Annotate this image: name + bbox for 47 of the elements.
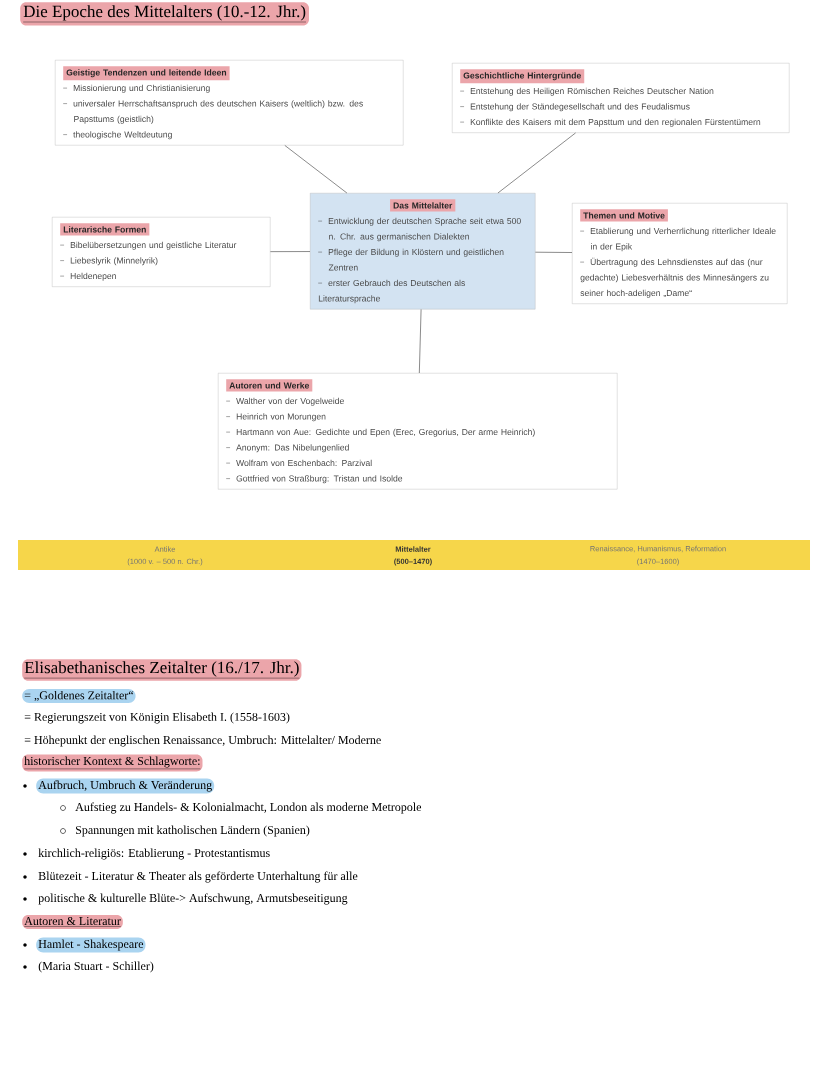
text-line: Blütezeit - Literatur & Theater als geförderte Unterhaltung für alle	[38, 871, 358, 883]
list-item: Heinrich von Morungen	[236, 413, 326, 422]
list-item: Konflikte des Kaisers mit dem Papsttum und den regionalen Fürstentümern	[470, 118, 761, 127]
info-box	[52, 217, 271, 287]
info-box	[55, 60, 404, 146]
section-heading: Elisabethanisches Zeitalter (16./17. Jhr.)	[22, 659, 302, 681]
text-line: kirchlich-religiös: Etablierung - Protestantismus	[38, 848, 270, 860]
list-item: Wolfram von Eschenbach: Parzival	[236, 459, 372, 466]
connector-line	[270, 251, 311, 252]
box-heading: Das Mittelalter	[390, 199, 456, 212]
list-item: Missionierung und Christianisierung	[73, 84, 210, 93]
box-heading: Autoren und Werke	[226, 379, 313, 392]
highlighted-text: Aufbruch, Umbruch & Veränderung	[36, 778, 215, 794]
list-item: Gottfried von Straßburg: Tristan und Isolde	[236, 475, 403, 484]
title: Die Epoche des Mittelalters (10.-12. Jhr.)	[20, 2, 309, 26]
list-item: Entstehung des Heiligen Römischen Reiches Deutscher Nation	[470, 87, 714, 96]
list-item: Anonym: Das Nibelungenlied	[236, 444, 349, 453]
box-heading: Geschichtliche Hintergründe	[460, 69, 585, 84]
text-line: Aufstieg zu Handels- & Kolonialmacht, London als moderne Metropole	[75, 802, 422, 814]
text-line: (Maria Stuart - Schiller)	[38, 961, 154, 973]
list-item: Entstehung der Ständegesellschaft und des Feudalismus	[470, 103, 690, 112]
text-line: Spannungen mit katholischen Ländern (Spanien)	[76, 825, 310, 837]
list-item: Übertragung des Lehnsdienstes auf das (nur gedachte) Liebesverhältnis des Minnesängers zu seiner hoch-adeligen „Dame“	[580, 257, 769, 298]
list-item: Hartmann von Aue: Gedichte und Epen (Erec, Gregorius, Der arme Heinrich)	[236, 428, 535, 437]
text-line: = Höhepunkt der englischen Renaissance, Umbruch: Mittelalter/ Moderne	[24, 735, 381, 747]
list-item: Bibelübersetzungen und geistliche Literatur	[70, 241, 237, 250]
info-box	[218, 373, 618, 490]
info-box	[572, 203, 788, 304]
list-item: Liebeslyrik (Minnelyrik)	[70, 257, 158, 266]
info-box	[310, 193, 536, 310]
box-heading: Literarische Formen	[60, 223, 150, 236]
connector-line	[497, 132, 576, 194]
list-item: universaler Herrschaftsanspruch des deutschen Kaisers (weltlich) bzw. des Papsttums (geistlich)	[73, 100, 363, 124]
text-line: = Regierungszeit von Königin Elisabeth I. (1558-1603)	[24, 712, 290, 724]
list-item: Heldenepen	[70, 272, 116, 281]
info-box	[452, 63, 790, 133]
list-item: theologische Weltdeutung	[73, 131, 172, 140]
list-item: erster Gebrauch des Deutschen als Literatursprache	[318, 279, 465, 304]
box-heading: Themen und Motive	[580, 209, 668, 222]
list-item: Etablierung und Verherrlichung ritterlicher Ideale in der Epik	[590, 227, 776, 252]
box-heading: Geistige Tendenzen und leitende Ideen	[63, 66, 230, 81]
connector-line	[418, 309, 422, 374]
connector-line	[284, 145, 348, 194]
list-item: Entwicklung der deutschen Sprache seit etwa 500 n. Chr. aus germanischen Dialekten	[328, 217, 521, 242]
list-item: Walther von der Vogelweide	[236, 397, 344, 406]
connector-line	[535, 251, 573, 253]
text-line: politische & kulturelle Blüte-> Aufschwung, Armutsbeseitigung	[38, 893, 348, 905]
